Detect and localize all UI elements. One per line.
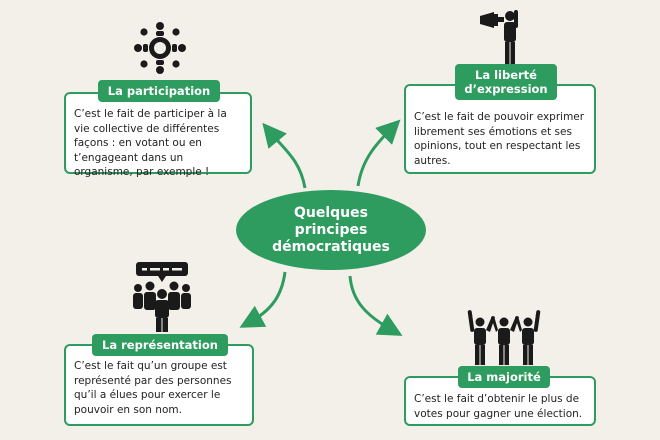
card-participation: C’est le fait de participer à la vie col… — [64, 92, 252, 178]
round-table-meeting-icon — [134, 22, 186, 74]
people-raising-hands-icon — [467, 310, 541, 365]
card-participation-text: C’est le fait de participer à la vie col… — [74, 108, 227, 178]
card-representation-text: C’est le fait qu’un groupe est représent… — [74, 360, 232, 416]
tag-representation: La représentation — [92, 334, 228, 356]
group-speech-bubble-icon — [133, 262, 191, 332]
arrow-to-expression — [356, 119, 401, 187]
arrow-to-majority — [348, 275, 403, 336]
card-majority-text: C’est le fait d’obtenir le plus de votes… — [414, 393, 583, 420]
center-title: Quelques principes démocratiques — [236, 190, 426, 270]
megaphone-person-icon — [480, 10, 518, 64]
arrow-to-participation — [262, 122, 307, 189]
tag-expression: La liberté d’expression — [455, 64, 557, 100]
card-representation: C’est le fait qu’un groupe est représent… — [64, 344, 254, 426]
arrow-to-representation — [239, 271, 287, 328]
tag-majority: La majorité — [458, 366, 550, 388]
card-expression-text: C’est le fait de pouvoir exprimer librem… — [414, 111, 585, 167]
tag-participation: La participation — [98, 80, 220, 102]
